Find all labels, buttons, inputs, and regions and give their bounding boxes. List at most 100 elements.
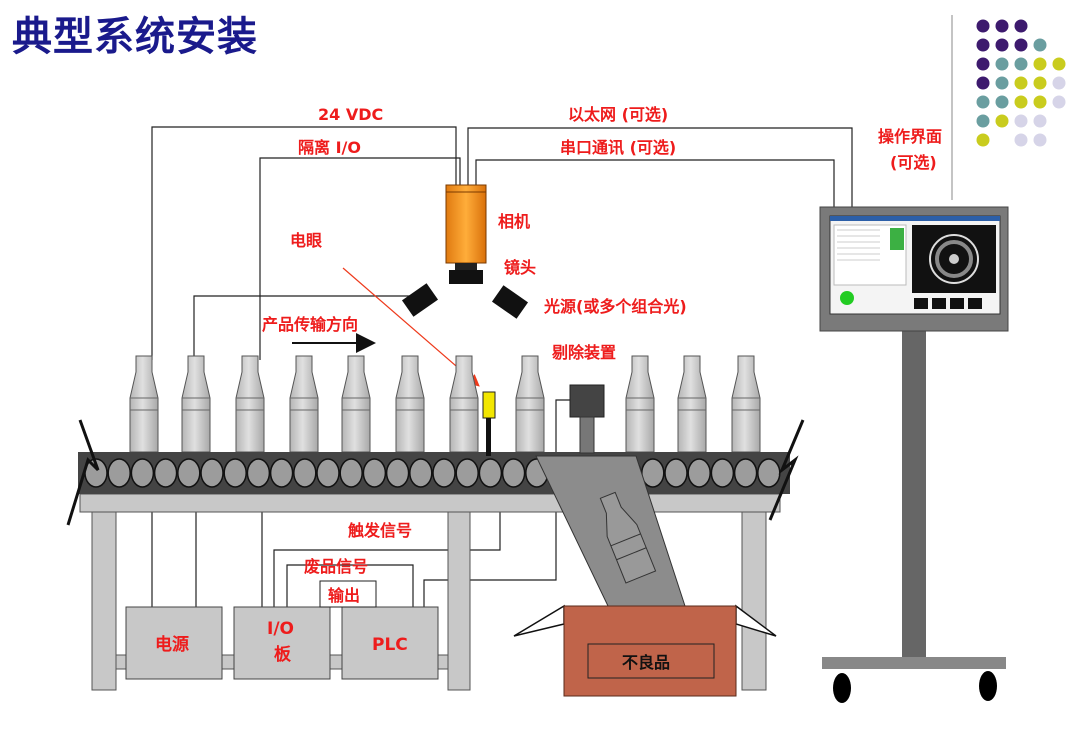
- decorative-dot: [1033, 133, 1047, 147]
- bottle: [515, 355, 545, 453]
- camera: [445, 184, 487, 284]
- label-ethernet: 以太网 (可选): [568, 105, 668, 124]
- roller: [409, 458, 433, 488]
- bottle: [289, 355, 319, 453]
- roller: [710, 458, 735, 488]
- decorative-dot: [1033, 57, 1047, 71]
- bottles: [129, 355, 761, 453]
- decorative-dot: [995, 95, 1009, 109]
- roller: [293, 458, 317, 488]
- bottle: [181, 355, 211, 453]
- label-24vdc: 24 VDC: [318, 105, 383, 124]
- decorative-dot: [1014, 114, 1028, 128]
- roller: [664, 458, 688, 488]
- slide-title: 典型系统安装: [12, 14, 258, 60]
- decorative-dot: [976, 19, 990, 33]
- bottle: [341, 355, 371, 453]
- roller: [757, 458, 781, 488]
- decorative-dot: [1014, 19, 1028, 33]
- reject-box: [513, 604, 777, 697]
- label-reject-device: 剔除装置: [551, 343, 616, 362]
- decorative-dot: [1033, 114, 1047, 128]
- label-output: 输出: [328, 586, 360, 605]
- decorative-dot: [1052, 76, 1066, 90]
- label-lens: 镜头: [504, 258, 536, 277]
- hmi-screen: [829, 215, 1001, 315]
- label-reject-signal: 废品信号: [304, 557, 368, 576]
- decorative-dot: [1014, 76, 1028, 90]
- bottle: [731, 355, 761, 453]
- label-isolated-io: 隔离 I/O: [298, 138, 361, 157]
- power-supply-box: [125, 606, 223, 680]
- bottle: [129, 355, 159, 453]
- decorative-dot: [1052, 57, 1066, 71]
- roller: [200, 458, 224, 488]
- light-right: [491, 285, 529, 319]
- bottle: [449, 355, 479, 453]
- label-hmi-line1: 操作界面: [878, 127, 942, 146]
- label-io-board-2: 板: [274, 644, 292, 665]
- io-board-box: [233, 606, 331, 680]
- output-box: [319, 580, 377, 608]
- roller: [339, 458, 363, 488]
- label-serial: 串口通讯 (可选): [560, 138, 676, 157]
- label-trigger-signal: 触发信号: [347, 521, 412, 540]
- decorative-dot: [995, 38, 1009, 52]
- roller: [153, 458, 178, 488]
- roller: [107, 458, 131, 488]
- label-photo-eye: 电眼: [290, 231, 322, 250]
- decorative-dot: [1014, 57, 1028, 71]
- label-power: 电源: [155, 634, 189, 655]
- bottle: [625, 355, 655, 453]
- label-io-board-1: I/O: [267, 619, 294, 639]
- reject-device: [569, 384, 605, 454]
- light-left: [401, 283, 439, 317]
- decorative-dot: [995, 19, 1009, 33]
- decorative-dot: [1033, 76, 1047, 90]
- photo-eye-sensor: [482, 391, 496, 456]
- roller: [362, 458, 387, 488]
- roller: [432, 458, 456, 488]
- label-camera: 相机: [498, 212, 530, 231]
- roller: [246, 458, 271, 488]
- decorative-dot: [976, 133, 990, 147]
- roller: [687, 458, 711, 488]
- decorative-dot: [976, 76, 990, 90]
- lens: [455, 263, 477, 271]
- bottle: [235, 355, 265, 453]
- bottle: [395, 355, 425, 453]
- bottle: [677, 355, 707, 453]
- wiring: [151, 126, 853, 607]
- decorative-dot-grid: [976, 19, 1066, 147]
- label-hmi-line2: (可选): [890, 153, 937, 172]
- roller: [478, 458, 503, 488]
- roller: [316, 458, 340, 488]
- decorative-dot: [1014, 38, 1028, 52]
- label-plc: PLC: [372, 635, 408, 655]
- hmi-terminal: [819, 206, 1009, 703]
- decorative-dot: [1014, 95, 1028, 109]
- decorative-dot: [995, 76, 1009, 90]
- decorative-dot: [995, 114, 1009, 128]
- decorative-dot: [976, 95, 990, 109]
- decorative-dot: [1052, 95, 1066, 109]
- conveyor: [66, 419, 805, 526]
- decorative-dot: [976, 38, 990, 52]
- decorative-dot: [976, 57, 990, 71]
- label-direction: 产品传输方向: [262, 315, 358, 334]
- roller: [223, 458, 247, 488]
- roller: [733, 458, 758, 488]
- label-light: 光源(或多个组合光): [543, 297, 687, 316]
- decorative-dot: [1014, 133, 1028, 147]
- decorative-dot: [995, 57, 1009, 71]
- roller: [455, 458, 479, 488]
- roller: [269, 458, 294, 488]
- roller: [177, 458, 201, 488]
- decorative-dot: [976, 114, 990, 128]
- roller: [385, 458, 410, 488]
- decorative-dot: [1033, 38, 1047, 52]
- decorative-dot: [1033, 95, 1047, 109]
- roller: [130, 458, 155, 488]
- roller: [501, 458, 526, 488]
- label-defective: 不良品: [622, 653, 670, 672]
